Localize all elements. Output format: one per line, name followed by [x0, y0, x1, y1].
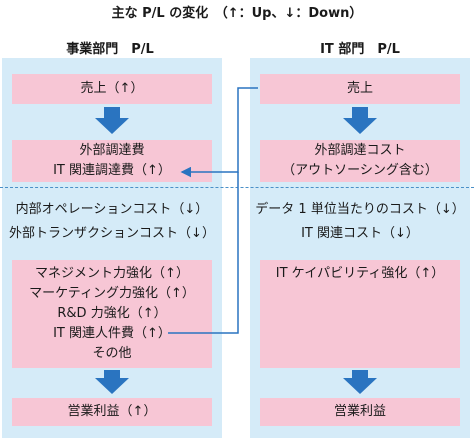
right-sales-label: 売上 — [346, 81, 373, 96]
diagram-title: 主な P/L の変化 （↑：Up、↓：Down） — [111, 6, 363, 21]
connector-sales-to-it-procurement — [180, 87, 258, 178]
left-ops-line-1: 内部オペレーションコスト（↓） — [15, 202, 209, 217]
right-strength-item: IT ケイパビリティ強化（↑） — [275, 266, 445, 281]
left-down-arrow-1 — [95, 107, 129, 134]
left-external-line-2: IT 関連調達費（↑） — [53, 163, 171, 178]
right-strengths-box: IT ケイパビリティ強化（↑） — [260, 260, 460, 368]
left-profit-box: 営業利益（↑） — [12, 398, 212, 426]
left-strength-item: マネジメント力強化（↑） — [35, 266, 189, 281]
right-ops-line-2: IT 関連コスト（↓） — [301, 226, 419, 241]
left-sales-box: 売上（↑） — [12, 74, 212, 104]
right-profit-label: 営業利益 — [333, 404, 386, 419]
left-column-header: 事業部門 P/L — [66, 42, 154, 57]
right-sales-box: 売上 — [260, 74, 460, 104]
right-ops-line-1: データ 1 単位当たりのコスト（↓） — [255, 202, 465, 217]
right-down-arrow-1 — [343, 107, 377, 134]
right-down-arrow-2 — [343, 370, 377, 394]
left-strength-item: R&D 力強化（↑） — [57, 306, 167, 321]
left-ops-line-2: 外部トランザクションコスト（↓） — [9, 226, 215, 241]
left-strength-item: その他 — [92, 346, 132, 361]
connector-it-personnel-to-sales — [168, 172, 239, 334]
left-strength-item: マーケティング力強化（↑） — [29, 286, 195, 301]
left-external-box: 外部調達費 IT 関連調達費（↑） — [12, 140, 212, 182]
left-sales-label: 売上（↑） — [80, 81, 144, 96]
right-column-header: IT 部門 P/L — [320, 42, 400, 57]
right-external-box: 外部調達コスト （アウトソーシング含む） — [260, 140, 460, 182]
left-strength-item: IT 関連人件費（↑） — [53, 326, 171, 341]
right-profit-box: 営業利益 — [260, 398, 460, 426]
left-strengths-box: マネジメント力強化（↑） マーケティング力強化（↑） R&D 力強化（↑） IT… — [12, 260, 212, 368]
right-external-line-1: 外部調達コスト — [314, 143, 406, 158]
left-profit-label: 営業利益（↑） — [67, 404, 157, 419]
section-divider — [0, 187, 474, 188]
left-down-arrow-2 — [95, 370, 129, 394]
left-external-line-1: 外部調達費 — [79, 143, 145, 158]
right-external-line-2: （アウトソーシング含む） — [282, 163, 438, 178]
